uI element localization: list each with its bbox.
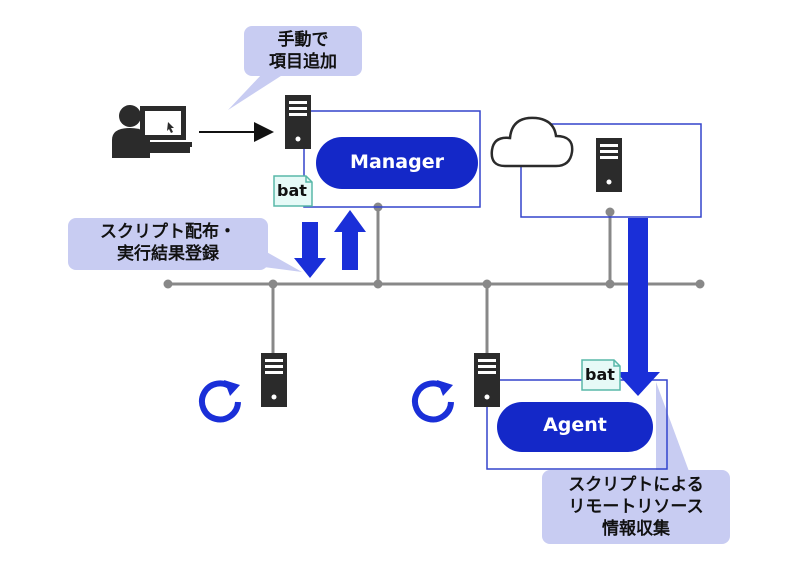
- server-icon: [261, 353, 287, 407]
- agent-box: [486, 379, 668, 470]
- server-icon: [474, 353, 500, 407]
- file-icon: [273, 175, 313, 207]
- refresh-icon: [202, 380, 240, 419]
- callout-collect-line3: 情報収集: [602, 519, 670, 539]
- register-up-arrow: [334, 210, 366, 270]
- server-icon: [285, 95, 311, 149]
- callout-manual: 手動で 項目追加: [244, 29, 362, 73]
- callout-collect-line1: スクリプトによる: [568, 475, 704, 495]
- agent-label: Agent: [543, 414, 607, 436]
- cloud-box: [520, 123, 702, 218]
- manager-box: [303, 110, 481, 208]
- callout-collect-line2: リモートリソース: [568, 497, 704, 517]
- distribute-down-arrow: [294, 222, 326, 278]
- collect-down-arrow: [616, 218, 660, 396]
- callout-manual-line1: 手動で: [277, 30, 329, 50]
- manager-bat-label: bat: [277, 181, 307, 200]
- callout-distribute-bg: [68, 218, 302, 272]
- manager-pill[interactable]: [316, 137, 478, 189]
- callout-collect-bg: [542, 382, 730, 544]
- callout-manual-line2: 項目追加: [269, 52, 337, 72]
- callout-distribute: スクリプト配布・ 実行結果登録: [68, 221, 268, 265]
- callout-collect: スクリプトによる リモートリソース 情報収集: [542, 474, 730, 540]
- file-icon: [581, 359, 621, 391]
- manager-label: Manager: [350, 151, 444, 173]
- callout-distribute-line1: スクリプト配布・: [100, 222, 236, 242]
- cloud-icon: [490, 116, 574, 168]
- refresh-icon: [415, 380, 453, 419]
- callout-manual-bg: [228, 26, 362, 110]
- user-at-computer-icon: [112, 105, 192, 158]
- agent-pill[interactable]: [497, 402, 653, 452]
- server-icon: [596, 138, 622, 192]
- callout-distribute-line2: 実行結果登録: [117, 244, 219, 264]
- agent-bat-label: bat: [585, 365, 615, 384]
